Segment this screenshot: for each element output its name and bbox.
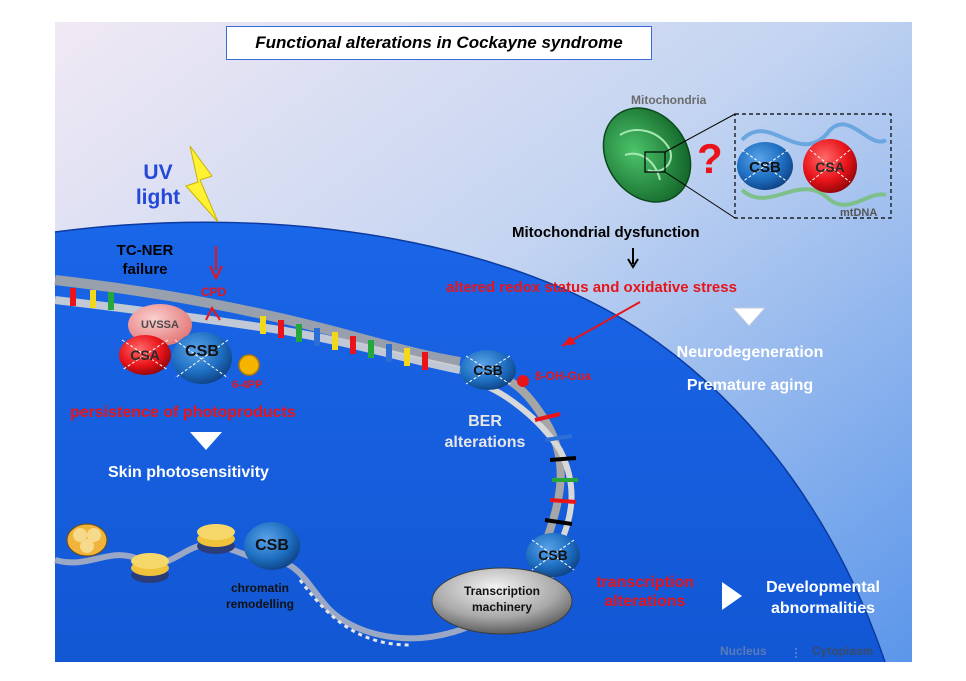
uvssa-label: UVSSA	[141, 319, 179, 331]
nucleus-compartment-label: Nucleus	[720, 644, 767, 658]
csb-label-mito: CSB	[749, 158, 781, 176]
skin-photosensitivity-label: Skin photosensitivity	[108, 464, 269, 481]
nuclear-envelope	[54, 221, 886, 663]
developmental-line1: Developmental	[766, 579, 880, 596]
cytoplasm-compartment-label: Cytoplasm	[812, 644, 874, 658]
mtdna-inset	[734, 113, 892, 219]
premature-aging-label: Premature aging	[686, 377, 814, 394]
photoproduct-label: 6-4PP	[232, 379, 263, 391]
nucleosome	[197, 524, 235, 554]
transcription-alt-line2: alterations	[604, 593, 686, 611]
csb-label-transcription: CSB	[538, 547, 568, 563]
ber-alterations-label: BER alterations	[430, 412, 540, 454]
cpd-marker	[205, 306, 221, 321]
csb-protein-ner	[172, 332, 232, 384]
csb-label-ber: CSB	[473, 362, 503, 378]
chromatin-remodelling-label: chromatin remodelling	[210, 580, 310, 612]
ber-line2: alterations	[444, 433, 526, 451]
oxidized-base-marker	[517, 375, 529, 387]
oxidative-stress-arrow	[561, 301, 641, 347]
nucleosome-cluster	[66, 523, 108, 557]
ber-line1: BER	[468, 413, 502, 430]
oxidized-base-label: 8-OH-Gua	[535, 369, 592, 383]
triangle-arrow-neuro	[731, 307, 767, 327]
uv-light-line2: light	[135, 186, 181, 210]
uv-light-line1: UV	[143, 161, 173, 184]
csb-protein-mito	[737, 142, 793, 190]
redox-stress-label: altered redox status and oxidative stres…	[446, 279, 737, 296]
developmental-line2: abnormalities	[770, 599, 876, 617]
csa-label-mito: CSA	[815, 159, 845, 175]
uv-light-label: UV light	[128, 160, 188, 210]
mitochondria-label: Mitochondria	[631, 93, 707, 107]
chromatin-line1: chromatin	[230, 581, 289, 595]
diagram-title: Functional alterations in Cockayne syndr…	[255, 33, 623, 52]
triangle-arrow-skin	[190, 432, 222, 450]
transcription-machinery-line1: Transcription	[463, 584, 540, 598]
nucleosome	[131, 553, 169, 583]
diagram-title-box: Functional alterations in Cockayne syndr…	[226, 26, 652, 60]
lightning-icon	[185, 145, 219, 223]
chromatin-line2: remodelling	[225, 597, 294, 612]
photoproduct-marker	[238, 354, 260, 376]
transcription-alt-line1: transcription	[596, 574, 694, 591]
tc-ner-failure-label: TC-NER failure	[100, 242, 190, 280]
transcription-alterations-label: transcription alterations	[580, 573, 710, 611]
dna-helix-upper	[54, 275, 461, 374]
transcription-machinery	[431, 567, 573, 635]
csb-protein-chromatin	[244, 522, 300, 570]
csb-label-ner: CSB	[185, 343, 219, 360]
cpd-label: CPD	[201, 285, 227, 299]
transcription-machinery-line2: machinery	[471, 599, 533, 614]
csa-label: CSA	[130, 347, 160, 363]
mtdna-label: mtDNA	[840, 207, 878, 219]
persistence-label: persistence of photoproducts	[70, 404, 296, 421]
developmental-abnormalities-label: Developmental abnormalities	[748, 578, 898, 620]
triangle-arrow-dev	[722, 582, 742, 610]
csb-label-chromatin: CSB	[255, 537, 289, 554]
mitochondrion-icon	[602, 107, 692, 203]
tc-ner-line1: TC-NER	[116, 242, 174, 259]
mitochondrial-dysfunction-label: Mitochondrial dysfunction	[512, 224, 700, 241]
neurodegeneration-label: Neurodegeneration	[676, 344, 824, 361]
transcription-machinery-label: Transcription machinery	[447, 584, 557, 615]
question-mark: ?	[697, 135, 723, 182]
tc-ner-line2: failure	[122, 260, 168, 278]
